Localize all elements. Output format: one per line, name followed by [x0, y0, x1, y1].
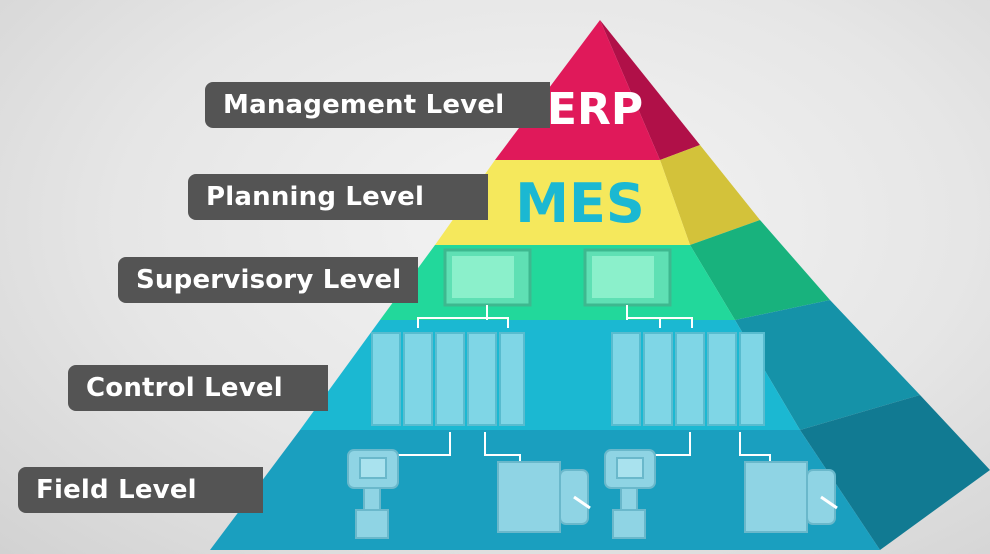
- pyramid-side-field: [800, 395, 990, 550]
- motor-icon: [744, 461, 838, 533]
- hmi-monitor-icon: [583, 248, 672, 320]
- pressure-transmitter-icon: [604, 449, 656, 539]
- plc-rack-icon: [611, 332, 765, 426]
- mes-text: MES: [515, 172, 645, 235]
- level-label-management: Management Level: [205, 82, 550, 128]
- motor-icon: [497, 461, 591, 533]
- network-lines: [390, 312, 771, 462]
- pressure-transmitter-icon: [347, 449, 399, 539]
- pyramid-band-supervisory: [380, 245, 735, 320]
- pyramid-side-management: [600, 20, 700, 160]
- pyramid-band-planning: [435, 160, 690, 245]
- level-label-control: Control Level: [68, 365, 328, 411]
- plc-rack-icon: [371, 332, 525, 426]
- pyramid-side-planning: [660, 145, 760, 245]
- level-label-planning: Planning Level: [188, 174, 488, 220]
- pyramid-side-supervisory: [690, 220, 830, 320]
- level-label-field: Field Level: [18, 467, 263, 513]
- pyramid-side-control: [735, 300, 920, 430]
- level-label-supervisory: Supervisory Level: [118, 257, 418, 303]
- hmi-monitor-icon: [443, 248, 532, 320]
- erp-text: ERP: [546, 84, 644, 135]
